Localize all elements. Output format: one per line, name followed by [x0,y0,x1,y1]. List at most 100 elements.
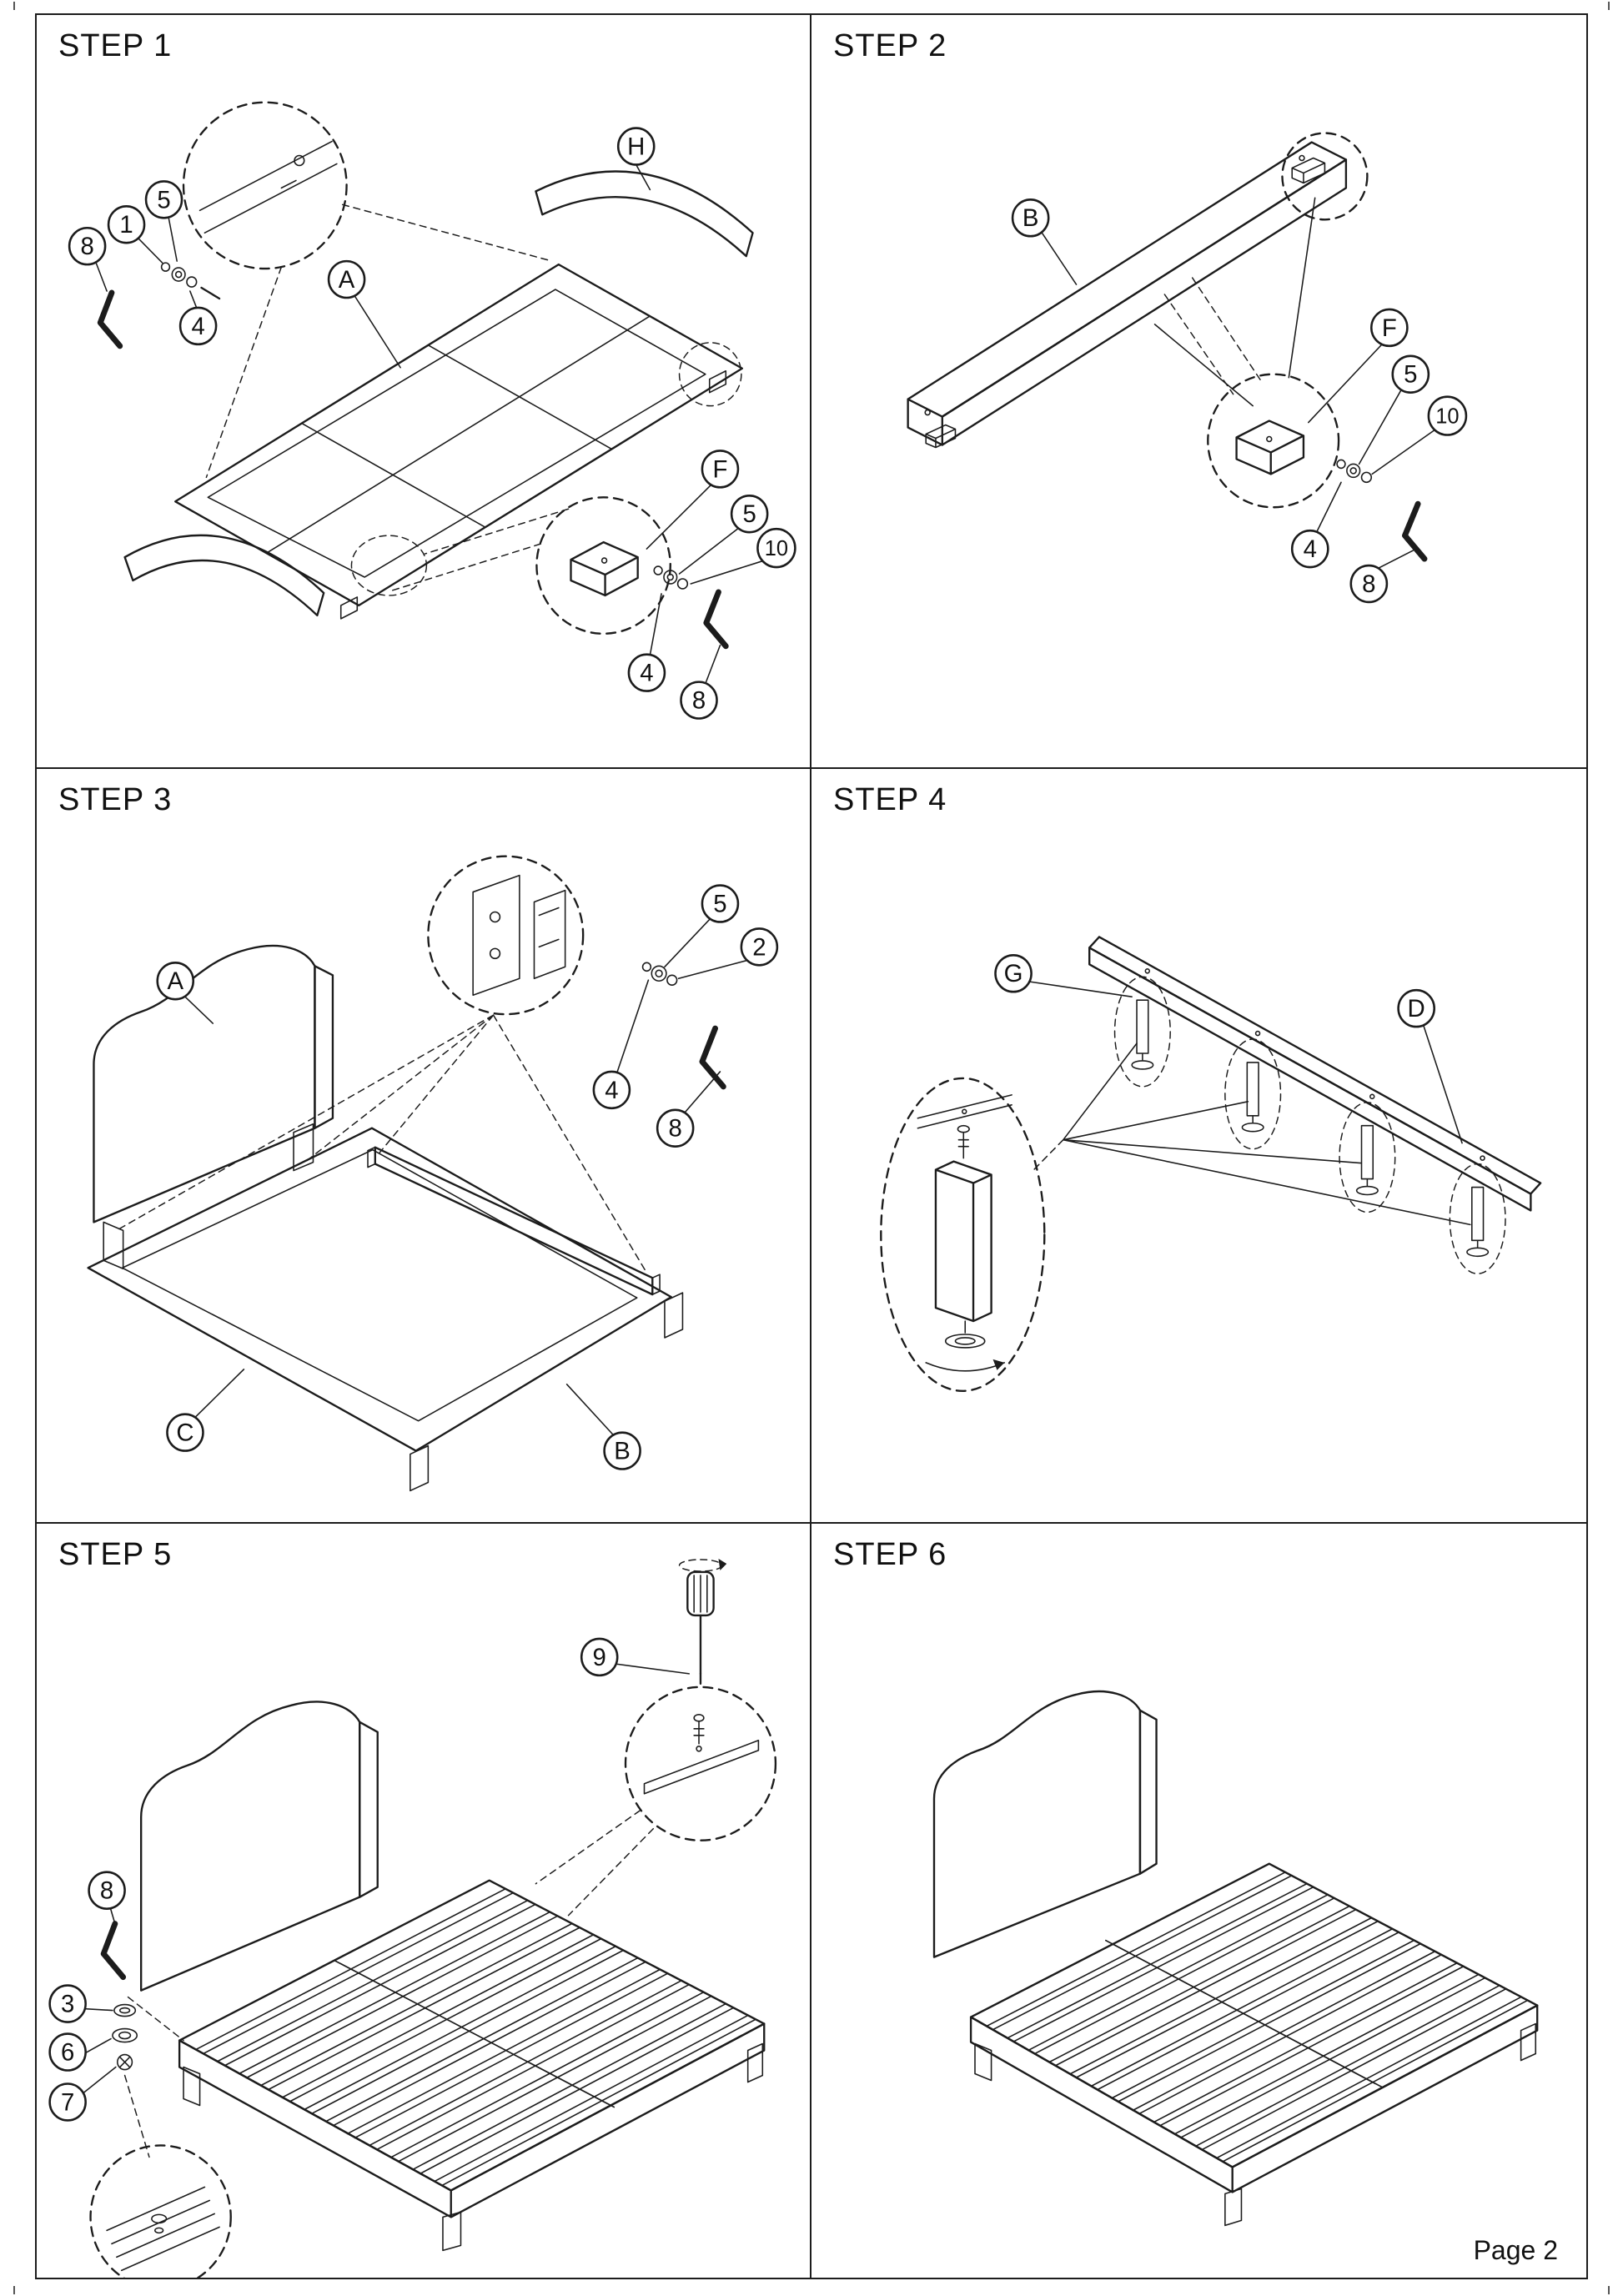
callout-7: 7 [48,2066,117,2122]
svg-text:6: 6 [61,2038,74,2066]
callout-b: B [565,1384,641,1471]
page-number: Page 2 [1473,2235,1558,2265]
bracket-f-assembly [1207,373,1428,562]
svg-text:H: H [627,133,645,160]
callout-9: 9 [580,1637,691,1676]
crop-mark [13,2,15,10]
crop-mark [1608,2,1610,10]
allen-key-icon [1402,500,1428,562]
crop-mark [13,2286,15,2294]
step-title: STEP 1 [58,28,173,63]
allen-key-icon [699,1025,726,1090]
step-title: STEP 6 [833,1536,947,1572]
svg-text:F: F [712,455,727,483]
step-4-illustration: G D [880,936,1542,1393]
callout-8: 8 [656,1071,721,1148]
rail-h-drawing [535,170,754,258]
slat-base-drawing [969,1862,1539,2226]
slat-base-drawing [178,1879,766,2251]
svg-text:2: 2 [752,933,766,961]
svg-text:5: 5 [1404,360,1417,388]
callout-8: 8 [68,226,108,292]
steps-grid: 8 1 5 4 A [35,13,1588,2279]
callout-8: 8 [88,1871,126,1925]
step-6-panel: STEP 6 [812,1523,1586,2278]
svg-text:4: 4 [1304,535,1317,563]
svg-text:10: 10 [1435,404,1459,428]
callout-f: F [646,450,740,550]
svg-text:1: 1 [119,211,133,239]
legs-g-drawing [1033,976,1506,1275]
headboard-drawing [139,1700,379,1992]
svg-text:4: 4 [191,313,204,340]
callout-10: 10 [1371,395,1468,475]
zoom-circle-bracket-detail [114,855,648,1274]
base-frame-drawing [87,1127,684,1492]
callout-3: 3 [48,1983,113,2023]
svg-text:4: 4 [605,1077,618,1104]
allen-key-icon [100,1920,127,1980]
callout-a: A [156,962,214,1025]
callout-2: 2 [677,927,779,980]
callout-6: 6 [48,2032,112,2072]
callout-8: 8 [1349,550,1414,604]
rail-b-drawing [907,132,1369,449]
callout-10: 10 [690,527,796,585]
callout-8b: 8 [680,644,721,720]
svg-text:A: A [167,967,183,995]
bed-frame-drawing [174,263,744,620]
zoom-circle-screw-detail [535,1686,777,1917]
callout-f: F [1308,308,1409,424]
step-3-illustration: A 5 2 4 8 [87,855,779,1492]
step-title: STEP 2 [833,28,947,63]
svg-text:5: 5 [742,500,756,528]
step-5-illustration: 9 8 3 6 7 [48,1558,777,2278]
screw-washer-stack [112,1996,184,2158]
svg-text:F: F [1382,314,1397,342]
svg-text:G: G [1004,960,1023,987]
callout-4: 4 [178,290,218,346]
svg-text:8: 8 [692,686,706,714]
callout-c: C [166,1369,245,1453]
callout-5: 5 [1358,354,1430,465]
step-title: STEP 3 [58,782,173,818]
svg-text:8: 8 [669,1115,682,1143]
callout-d: D [1397,989,1463,1144]
step-3-panel: A 5 2 4 8 [37,769,812,1524]
zoom-circle-hole-detail [89,2143,232,2278]
step-1-illustration: 8 1 5 4 A [68,101,796,720]
svg-text:D: D [1408,995,1425,1022]
step-title: STEP 5 [58,1536,173,1572]
bracket-f-assembly [391,496,729,650]
svg-text:8: 8 [100,1876,113,1904]
support-rail-d-drawing [1088,936,1542,1212]
svg-text:7: 7 [61,2088,74,2116]
svg-text:3: 3 [61,1990,74,2017]
step-5-panel: 9 8 3 6 7 STEP 5 [37,1523,812,2278]
svg-text:4: 4 [640,659,653,686]
zoom-circle-rail-detail [182,101,553,479]
step-1-panel: 8 1 5 4 A [37,15,812,770]
callout-1: 1 [107,205,163,264]
svg-text:5: 5 [157,186,170,214]
svg-text:C: C [176,1419,193,1447]
svg-text:8: 8 [1362,570,1375,598]
step-2-illustration: B F 5 10 4 [907,132,1468,604]
callout-5: 5 [664,884,740,968]
callout-4b: 4 [627,593,666,692]
svg-text:A: A [339,266,355,294]
screw-washer-stack [160,262,221,300]
zoom-circle-leg-detail [880,1078,1046,1393]
callout-4: 4 [1290,481,1342,569]
callout-a: A [327,259,401,369]
callout-4: 4 [592,979,650,1110]
callout-h: H [616,127,656,191]
allen-key-icon [703,589,729,650]
svg-text:8: 8 [80,233,93,260]
headboard-drawing [93,945,334,1270]
svg-text:10: 10 [765,537,788,560]
screw-washer-stack [641,962,678,987]
svg-text:5: 5 [713,891,726,918]
step-title: STEP 4 [833,782,947,818]
